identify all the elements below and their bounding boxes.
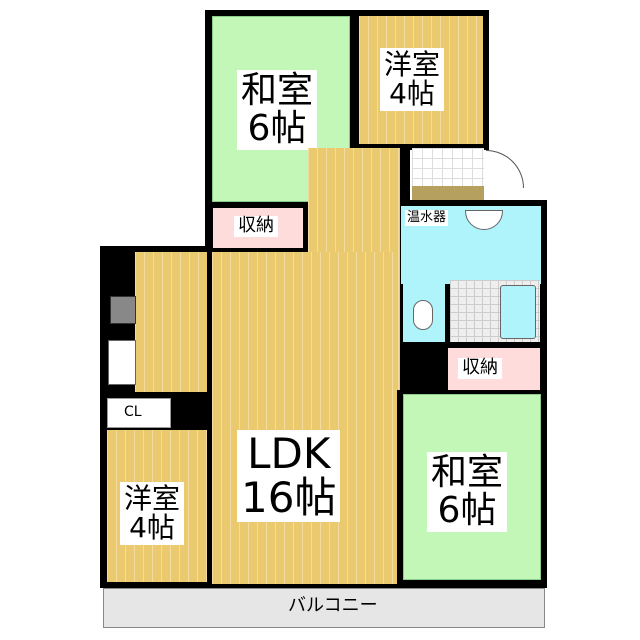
water-heater-label: 温水器 [405,210,449,226]
balcony-label: バルコニー [284,596,382,617]
ldk [212,252,397,584]
storage-right-label: 収納 [458,358,502,379]
entrance-door[interactable] [486,150,524,188]
kitchen-sink-icon [108,340,136,385]
storage-top-label: 収納 [234,216,278,237]
entrance-step [412,186,484,200]
closet-label: CL [122,404,144,421]
bathtub-icon [500,285,536,339]
toilet-icon [413,300,433,330]
youshitsu-top [359,16,483,144]
entrance[interactable] [412,148,484,186]
kitchen [135,252,207,392]
stove-icon [110,296,136,324]
